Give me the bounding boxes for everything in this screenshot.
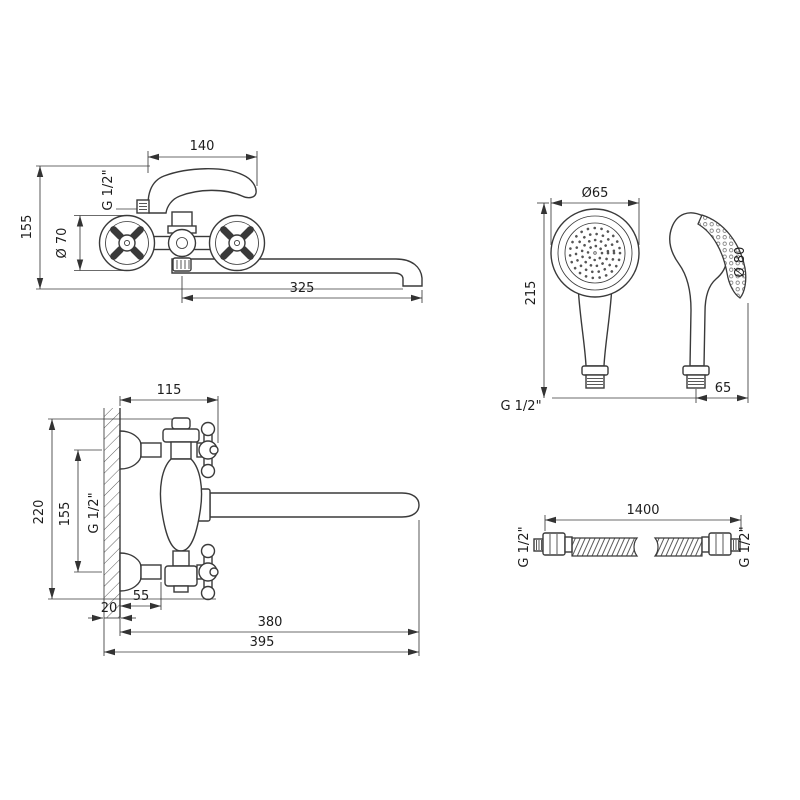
side-wall-to-body-dim: 55 [133, 589, 150, 604]
shower-thread-label: G 1/2" [500, 399, 541, 414]
left-handle-wheel [98, 214, 156, 272]
hose-right-thread-label: G 1/2" [738, 526, 753, 567]
hose-right-nut [708, 532, 732, 556]
side-wall-to-handle-dim: 115 [157, 383, 182, 398]
side-spout-reach-dim: 380 [258, 615, 283, 630]
body-top-knob [171, 417, 191, 430]
front-height-dim: 155 [20, 215, 35, 240]
wall-section [104, 408, 120, 618]
shower-side-offset-dim: 65 [715, 381, 732, 396]
body-lower-block [164, 565, 198, 587]
top-escutcheon [119, 430, 142, 470]
handshower-views: Ø65 215 G 1/2" Ø 80 65 [500, 186, 749, 414]
side-centers-distance-dim: 155 [58, 502, 73, 527]
hose-left-nut [542, 532, 566, 556]
bottom-handle-side [196, 543, 219, 601]
right-handle-wheel [208, 214, 266, 272]
hose-segment-left [571, 537, 639, 557]
spout-side [209, 492, 420, 518]
side-total-reach-dim: 395 [250, 635, 275, 650]
top-handle-side [196, 421, 219, 479]
front-handle-diameter-dim: Ø 70 [55, 228, 70, 259]
hose-length-dim: 1400 [626, 503, 659, 518]
diverter-knob [172, 257, 192, 272]
shower-length-dim: 215 [524, 281, 539, 306]
hose-left-thread-label: G 1/2" [517, 526, 532, 567]
shower-horn [147, 168, 257, 214]
shower-side-diameter-dim: Ø 80 [733, 247, 748, 278]
front-spout-width-dim: 140 [190, 139, 215, 154]
mixer-body [167, 228, 197, 258]
shower-face-side [697, 214, 747, 299]
front-thread-label: G 1/2" [101, 169, 116, 210]
hose-right-stub [730, 538, 741, 552]
shower-head-front [550, 208, 640, 298]
shower-hose-view: 1400 G 1/2" G 1/2" [517, 503, 753, 568]
spray-nozzles [568, 226, 622, 280]
side-wall-thickness-dim: 20 [101, 601, 118, 616]
bottom-escutcheon [119, 552, 142, 592]
faucet-side-view: 115 220 155 G 1/2" 55 20 380 395 [32, 383, 420, 656]
front-spout-length-dim: 325 [290, 281, 315, 296]
side-thread-label: G 1/2" [87, 492, 102, 533]
body-bell [159, 458, 203, 552]
side-total-height-dim: 220 [32, 500, 47, 525]
faucet-front-view: 140 G 1/2" Ø 70 155 325 [20, 139, 423, 303]
shower-head-diameter-dim: Ø65 [582, 186, 609, 201]
shower-connector-front [581, 365, 609, 376]
shower-connector-side [682, 365, 710, 376]
hose-segment-right [653, 537, 703, 557]
body-top-cap [162, 428, 200, 443]
